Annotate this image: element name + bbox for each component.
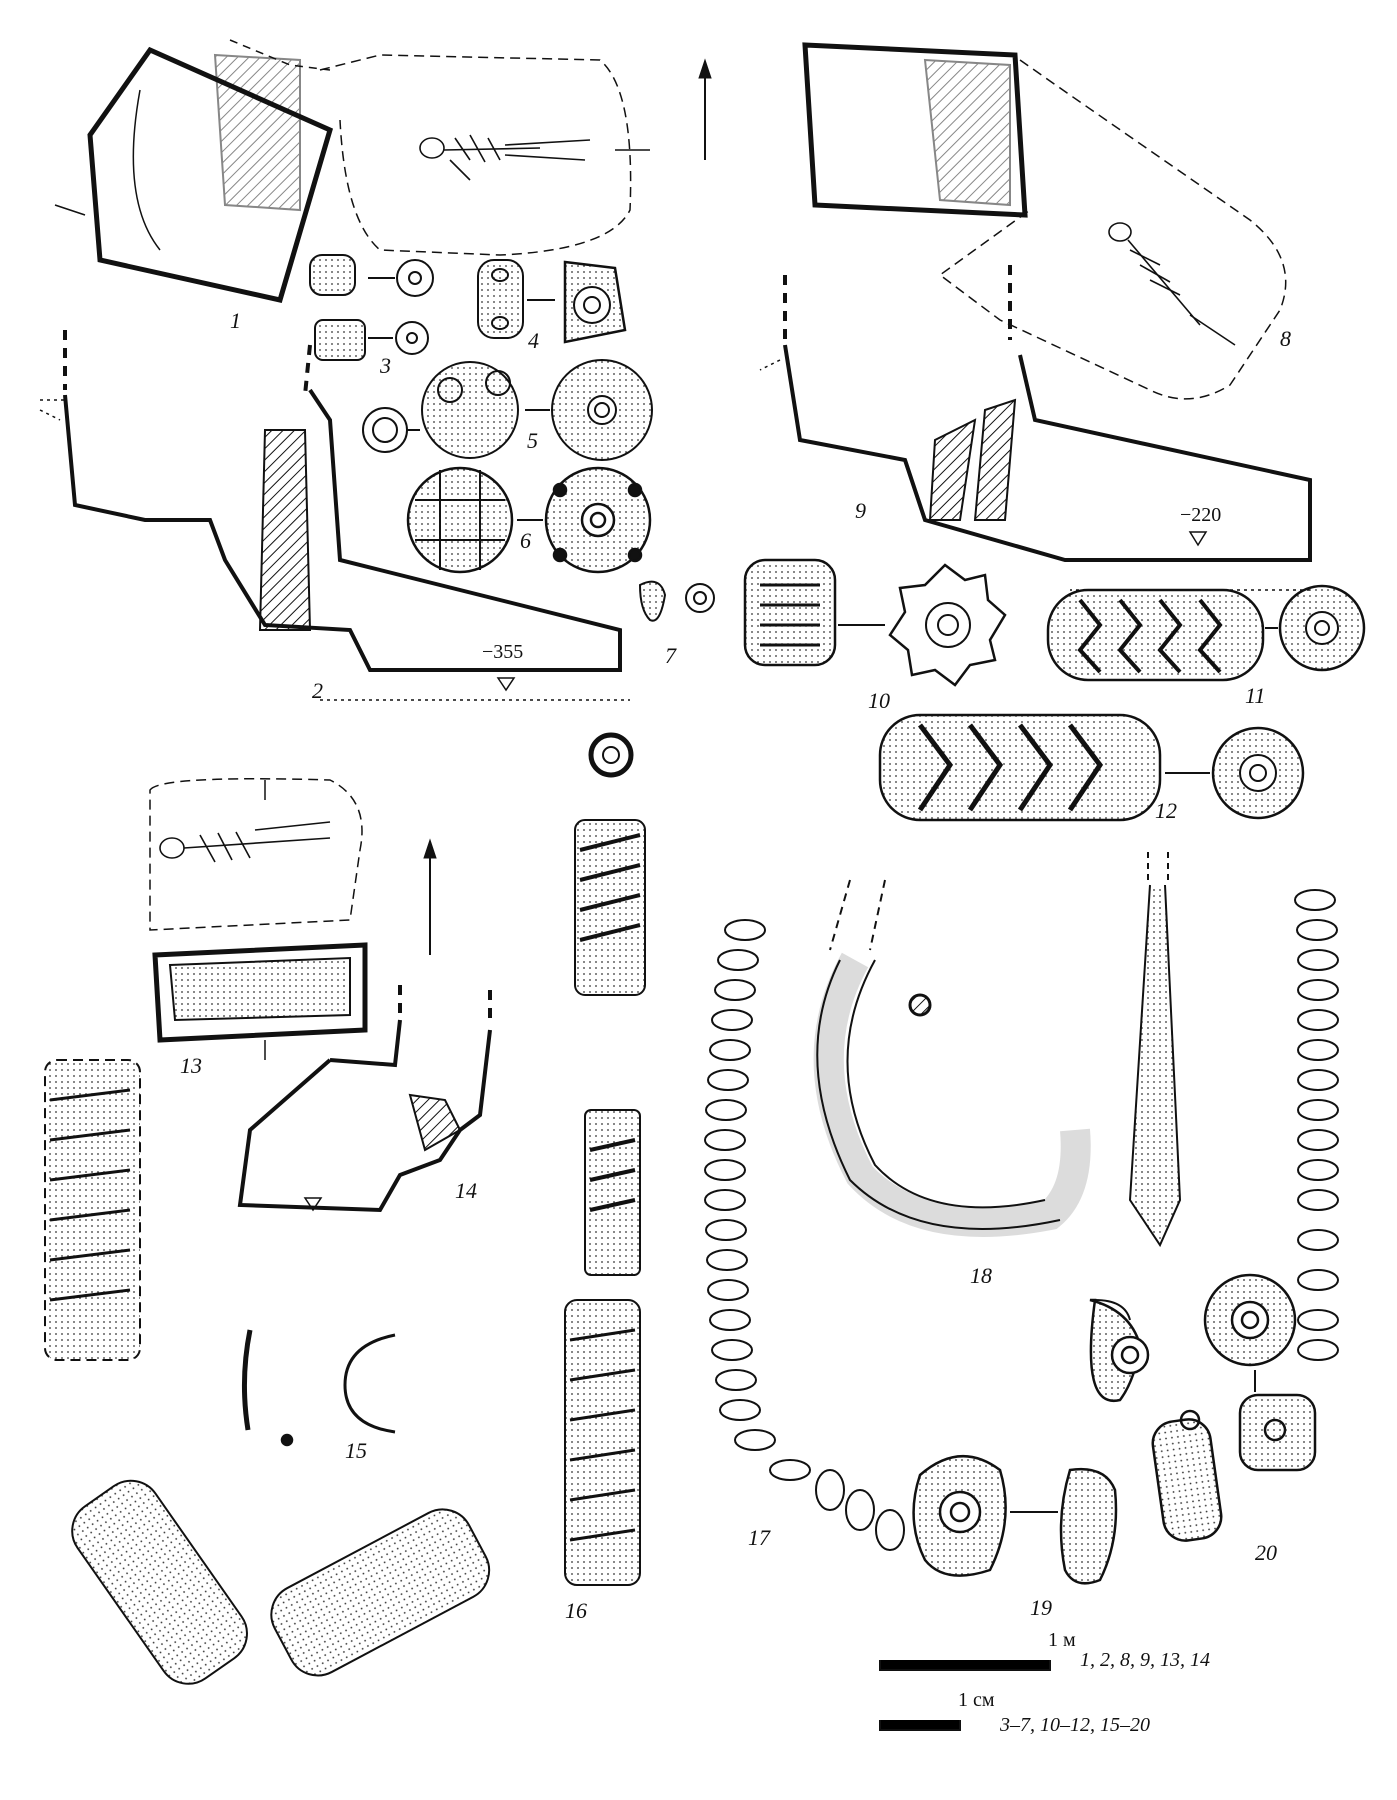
skeleton-figure-8 xyxy=(1108,222,1236,346)
bead-11 xyxy=(1046,584,1366,682)
depth-marker-355: −355 xyxy=(482,641,524,663)
figure-label-3: 3 xyxy=(380,353,391,378)
depth-marker-220: −220 xyxy=(1180,504,1222,526)
bead-20 xyxy=(1151,1273,1317,1542)
figure-label-5: 5 xyxy=(527,428,538,453)
figure-label-6: 6 xyxy=(520,528,531,553)
bead-group-3 xyxy=(309,254,434,361)
skeleton-figure-13 xyxy=(159,821,331,863)
figure-label-1: 1 xyxy=(230,308,241,333)
figure-label-4: 4 xyxy=(528,328,539,353)
scale-meter-label: 1 м xyxy=(1048,1629,1076,1651)
bead-7 xyxy=(638,580,715,622)
figure-label-7: 7 xyxy=(665,643,676,668)
grave-plan-8 xyxy=(802,42,1287,400)
earring-15 xyxy=(241,1329,396,1447)
figure-label-19: 19 xyxy=(1030,1595,1052,1620)
figure-label-14: 14 xyxy=(455,1178,477,1203)
scale-meter-refs: 1, 2, 8, 9, 13, 14 xyxy=(1080,1649,1210,1671)
grave-plan-1 xyxy=(54,39,650,303)
figure-label-18: 18 xyxy=(970,1263,992,1288)
scale-cm-refs: 3–7, 10–12, 15–20 xyxy=(1000,1714,1150,1736)
figure-label-17: 17 xyxy=(748,1525,770,1550)
bead-6 xyxy=(406,466,652,574)
bead-5 xyxy=(362,359,653,461)
figure-label-20: 20 xyxy=(1255,1540,1277,1565)
figure-label-11: 11 xyxy=(1245,683,1266,708)
grave-section-2 xyxy=(39,330,630,701)
bead-16 xyxy=(44,732,646,1685)
north-arrow-top xyxy=(698,58,712,160)
north-arrow-middle xyxy=(423,838,437,955)
grave-section-9 xyxy=(759,265,1312,591)
figure-label-12: 12 xyxy=(1155,798,1177,823)
bracelet-18 xyxy=(813,850,1182,1248)
scale-cm-label: 1 см xyxy=(958,1689,995,1711)
figure-label-16: 16 xyxy=(565,1598,587,1623)
figure-label-2: 2 xyxy=(312,678,323,703)
bead-12 xyxy=(878,713,1305,822)
scale-bars xyxy=(879,1660,1051,1731)
figure-label-10: 10 xyxy=(868,688,890,713)
bead-19 xyxy=(912,1298,1150,1585)
skeleton-figure-1 xyxy=(419,134,591,181)
grave-section-14 xyxy=(237,985,492,1213)
bead-4 xyxy=(477,259,627,344)
figure-label-9: 9 xyxy=(855,498,866,523)
figure-label-15: 15 xyxy=(345,1438,367,1463)
bead-string-17 xyxy=(704,889,1339,1551)
connector-dashes xyxy=(368,277,1278,1513)
figure-label-8: 8 xyxy=(1280,326,1291,351)
figure-label-13: 13 xyxy=(180,1053,202,1078)
bead-10 xyxy=(743,558,1007,687)
grave-plan-13 xyxy=(149,778,368,1060)
